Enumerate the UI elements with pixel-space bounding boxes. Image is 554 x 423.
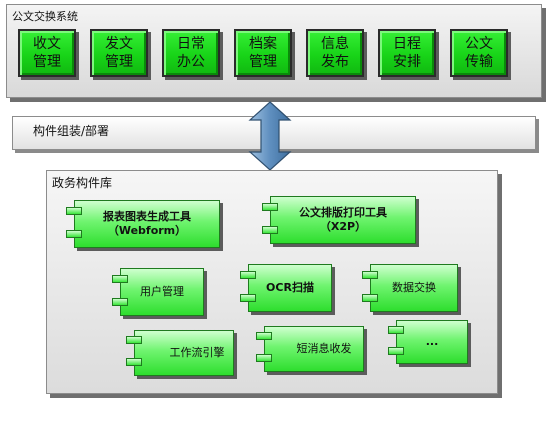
component-workflow-engine: 工作流引擎 xyxy=(134,330,234,376)
app-dangan: 档案 管理 xyxy=(234,29,292,77)
component-label: 公文排版打印工具 （X2P） xyxy=(299,206,387,233)
component-report-tool: 报表图表生成工具 （Webform） xyxy=(74,200,220,248)
component-port xyxy=(262,226,278,234)
component-label: ... xyxy=(425,335,439,348)
component-label: OCR扫描 xyxy=(266,281,314,294)
app-label: 档案 管理 xyxy=(249,36,277,70)
app-label: 公文 传输 xyxy=(465,36,493,70)
component-port xyxy=(126,336,142,344)
component-port xyxy=(362,294,378,302)
component-label: 报表图表生成工具 （Webform） xyxy=(103,210,191,237)
component-print-tool: 公文排版打印工具 （X2P） xyxy=(270,196,416,244)
component-port xyxy=(112,275,128,283)
component-label: 工作流引擎 xyxy=(169,346,225,359)
component-data-exchange: 数据交换 xyxy=(370,264,458,312)
component-sms: 短消息收发 xyxy=(264,326,364,372)
component-port xyxy=(256,354,272,362)
component-port xyxy=(66,207,82,215)
assembly-bar-label: 构件组装/部署 xyxy=(33,124,110,138)
app-label: 信息 发布 xyxy=(321,36,349,70)
app-label: 日常 办公 xyxy=(177,36,205,70)
app-fawen: 发文 管理 xyxy=(90,29,148,77)
app-shouwen: 收文 管理 xyxy=(18,29,76,77)
component-port xyxy=(240,294,256,302)
app-label: 发文 管理 xyxy=(105,36,133,70)
component-library-title: 政务构件库 xyxy=(52,176,113,190)
app-xinxi: 信息 发布 xyxy=(306,29,364,77)
component-label: 短消息收发 xyxy=(296,342,352,355)
component-port xyxy=(126,358,142,366)
component-port xyxy=(112,298,128,306)
double-arrow-icon xyxy=(248,101,292,171)
component-more: ... xyxy=(396,320,468,364)
component-ocr: OCR扫描 xyxy=(248,264,332,312)
component-port xyxy=(240,271,256,279)
component-user-management: 用户管理 xyxy=(120,268,204,316)
component-label: 数据交换 xyxy=(392,281,436,294)
component-port xyxy=(256,332,272,340)
app-richeng: 日程 安排 xyxy=(378,29,436,77)
system-panel-title: 公文交换系统 xyxy=(12,10,78,23)
app-label: 收文 管理 xyxy=(33,36,61,70)
component-port xyxy=(262,203,278,211)
component-port xyxy=(388,326,404,334)
component-port xyxy=(362,271,378,279)
app-label: 日程 安排 xyxy=(393,36,421,70)
app-richang: 日常 办公 xyxy=(162,29,220,77)
component-port xyxy=(388,347,404,355)
app-chuanshu: 公文 传输 xyxy=(450,29,508,77)
component-port xyxy=(66,230,82,238)
component-label: 用户管理 xyxy=(140,285,184,298)
